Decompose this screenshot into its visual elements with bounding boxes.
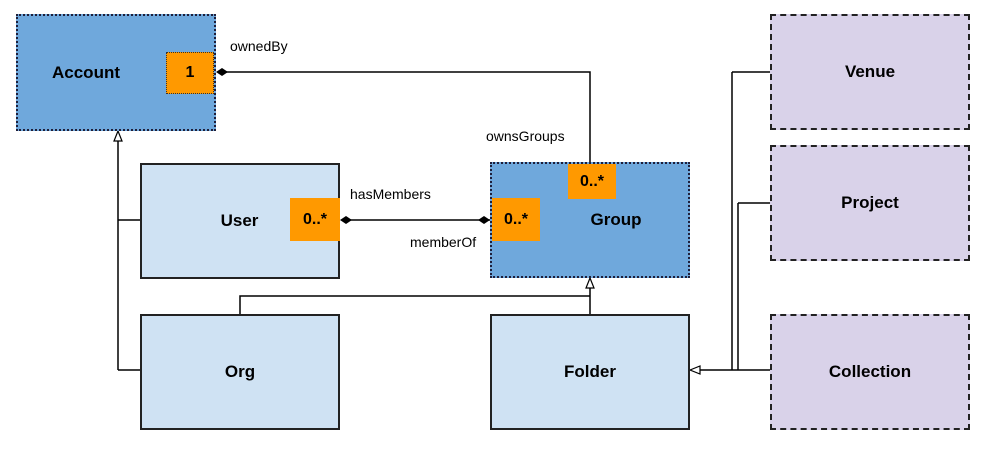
- role-owns-groups: ownsGroups: [486, 128, 565, 144]
- multiplicity-owns-groups: 0..*: [568, 164, 616, 199]
- class-org-label: Org: [224, 362, 256, 381]
- group-generalization: [239, 276, 595, 314]
- class-org[interactable]: Org: [140, 314, 340, 430]
- role-has-members: hasMembers: [350, 186, 431, 202]
- multiplicity-owned-by: 1: [166, 52, 214, 94]
- class-collection-label: Collection: [828, 362, 912, 381]
- class-project-label: Project: [841, 193, 899, 212]
- class-folder-label: Folder: [564, 362, 616, 381]
- class-user-label: User: [220, 211, 259, 230]
- multiplicity-has-members: 0..*: [290, 198, 340, 241]
- folder-generalization: [688, 71, 770, 375]
- role-owned-by: ownedBy: [230, 38, 288, 54]
- class-folder[interactable]: Folder: [490, 314, 690, 430]
- class-account-label: Account: [52, 62, 120, 82]
- account-generalization: [113, 129, 140, 371]
- owned-by-association: [216, 68, 591, 162]
- class-collection[interactable]: Collection: [770, 314, 970, 430]
- class-venue[interactable]: Venue: [770, 14, 970, 130]
- role-member-of: memberOf: [410, 234, 477, 250]
- class-venue-label: Venue: [844, 62, 896, 81]
- has-members-association: [340, 216, 490, 224]
- multiplicity-member-of: 0..*: [492, 198, 540, 241]
- class-group-label: Group: [590, 210, 642, 229]
- class-project[interactable]: Project: [770, 145, 970, 261]
